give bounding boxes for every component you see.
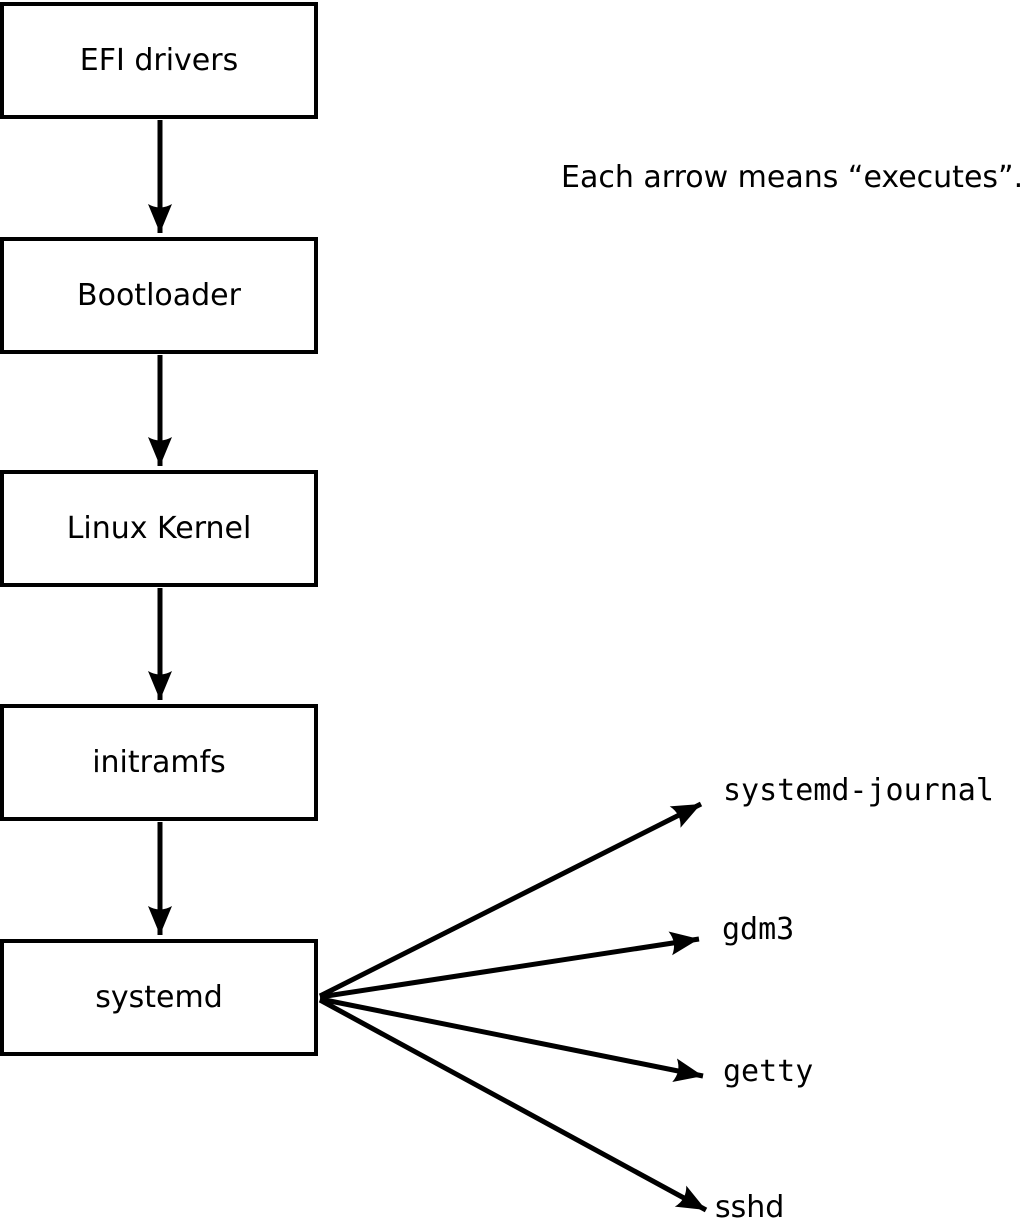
node-bootloader-label: Bootloader	[77, 278, 241, 313]
node-linux-kernel-label: Linux Kernel	[66, 511, 252, 546]
target-label-getty: getty	[723, 1054, 814, 1089]
target-label-gdm3: gdm3	[722, 912, 795, 947]
arrow-meaning-note: Each arrow means “executes”.	[561, 160, 1023, 195]
node-systemd-label: systemd	[95, 980, 223, 1015]
node-efi-drivers: EFI drivers	[0, 2, 318, 119]
node-efi-drivers-label: EFI drivers	[79, 43, 239, 78]
arrow-systemd-to-systemd-journal	[318, 801, 703, 999]
target-label-sshd: sshd	[715, 1190, 785, 1225]
arrow-systemd-to-sshd	[318, 997, 708, 1213]
node-initramfs: initramfs	[0, 704, 318, 821]
arrow-systemd-to-getty	[319, 996, 704, 1083]
arrow-systemd-to-gdm3	[319, 931, 700, 1000]
node-linux-kernel: Linux Kernel	[0, 470, 318, 587]
target-label-systemd-journal: systemd-journal	[723, 773, 994, 808]
node-bootloader: Bootloader	[0, 237, 318, 354]
node-systemd: systemd	[0, 939, 318, 1056]
node-initramfs-label: initramfs	[92, 745, 226, 780]
